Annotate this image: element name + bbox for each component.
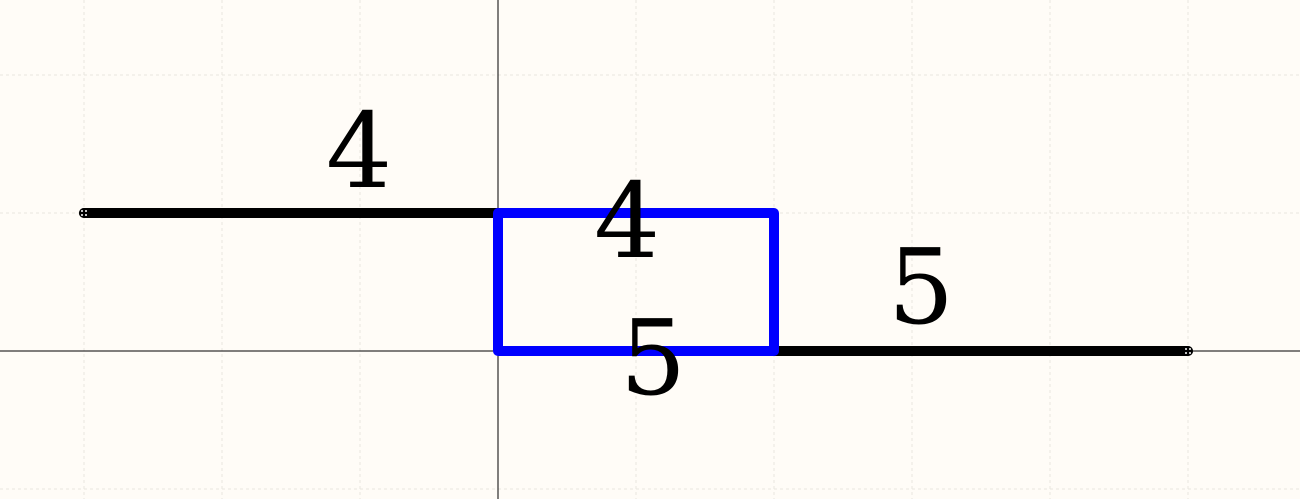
body-bottom-label: 5 xyxy=(620,297,686,419)
terminal-mark xyxy=(1189,352,1191,354)
terminal-mark xyxy=(1185,352,1187,354)
terminal-mark xyxy=(85,214,87,216)
body-top-label: 4 xyxy=(594,160,660,282)
left-wire-label: 4 xyxy=(326,90,392,212)
component-body[interactable] xyxy=(493,208,779,356)
terminal-mark xyxy=(81,214,83,216)
right-wire-label: 5 xyxy=(888,226,954,348)
terminal-mark xyxy=(1189,348,1191,350)
terminal-mark xyxy=(1185,348,1187,350)
right-terminal-dot xyxy=(1183,346,1193,356)
terminal-mark xyxy=(85,210,87,212)
right-terminal[interactable] xyxy=(1183,346,1193,356)
left-terminal[interactable] xyxy=(79,208,89,218)
terminal-mark xyxy=(81,210,83,212)
left-terminal-dot xyxy=(79,208,89,218)
